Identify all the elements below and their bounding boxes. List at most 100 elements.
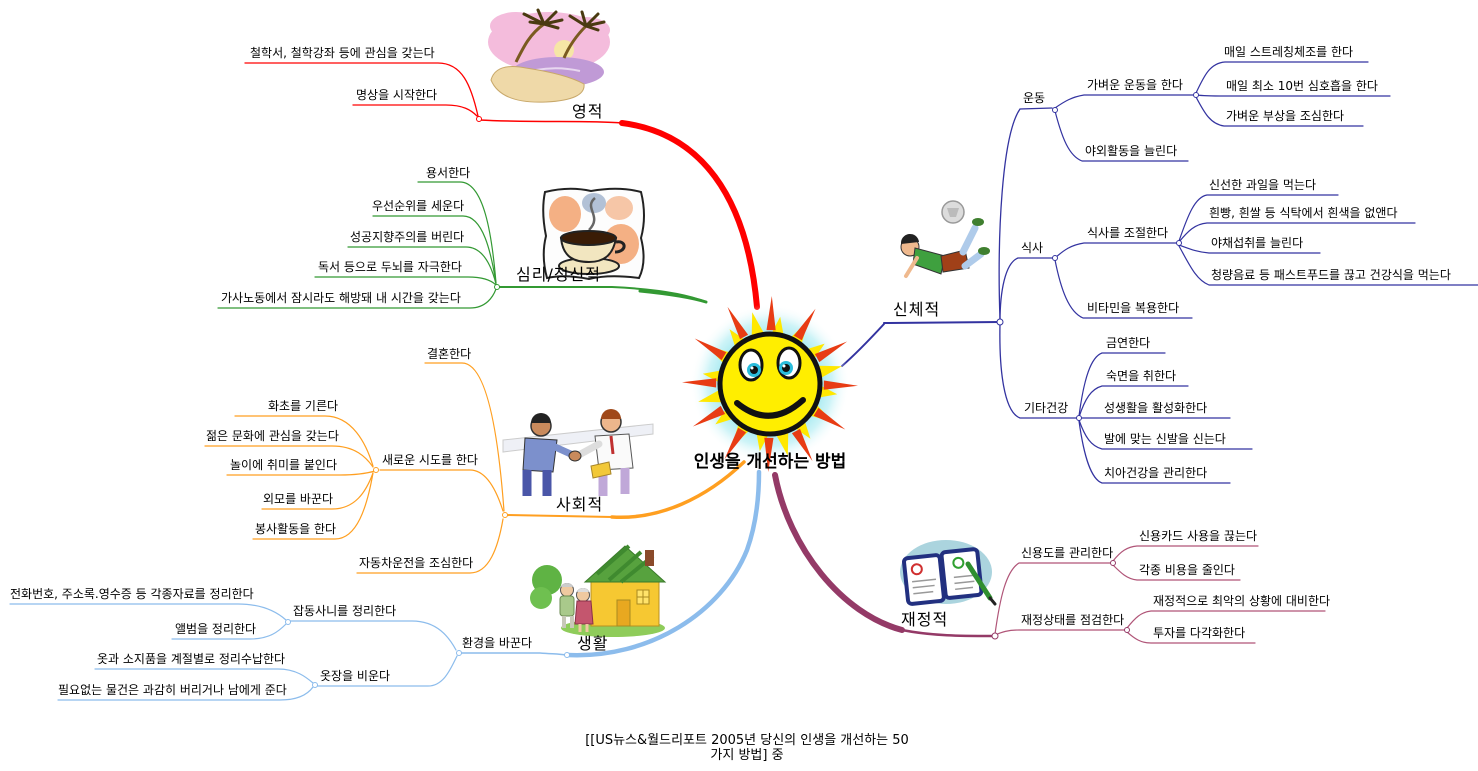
- palm-trunk-2: [562, 24, 588, 59]
- branch-social-lines: [204, 362, 746, 574]
- chimney: [645, 550, 654, 566]
- fold-handle-other-health: [1076, 415, 1082, 421]
- branch-physical-label[interactable]: 신체적: [893, 300, 941, 319]
- branch-mental-label[interactable]: 심리/정신적: [516, 265, 601, 284]
- coffee-blob4: [582, 193, 606, 213]
- fold-handle-new-attempts: [373, 467, 379, 473]
- man-body: [559, 595, 575, 617]
- sun-face: [717, 331, 823, 437]
- player-shoe-back: [978, 247, 990, 255]
- branch-social-label[interactable]: 사회적: [556, 495, 604, 514]
- node-mental-child-0[interactable]: 용서한다: [426, 166, 471, 180]
- node-mental-child-3[interactable]: 독서 등으로 두뇌를 자극한다: [318, 260, 462, 274]
- coffee-illustration[interactable]: [542, 187, 645, 281]
- node-control-meals-0[interactable]: 신선한 과일을 먹는다: [1209, 178, 1316, 192]
- node-closet-0[interactable]: 옷과 소지품을 계절별로 정리수납한다: [97, 652, 286, 666]
- central-topic[interactable]: 인생을 개선하는 방법: [693, 452, 847, 472]
- planner-pen: [965, 561, 993, 601]
- node-mental-child-2[interactable]: 성공지향주의를 버린다: [350, 230, 465, 244]
- palm-trunk-1: [514, 22, 545, 63]
- node-clutter-1[interactable]: 앨범을 정리한다: [175, 622, 257, 636]
- sun-highlight-left: [750, 366, 754, 370]
- yellow-folder: [590, 461, 612, 479]
- branch-life-label[interactable]: 생활: [577, 634, 609, 653]
- node-closet[interactable]: 옷장을 비운다: [320, 669, 391, 683]
- node-spiritual-child-1[interactable]: 명상을 시작한다: [356, 88, 438, 102]
- node-finance-check-1[interactable]: 투자를 다각화한다: [1153, 626, 1246, 640]
- node-light-exercise-2[interactable]: 가벼운 부상을 조심한다: [1226, 109, 1345, 123]
- node-finance-check-0[interactable]: 재정적으로 최악의 상황에 대비한다: [1153, 594, 1331, 608]
- node-spiritual-child-0[interactable]: 철학서, 철학강좌 등에 관심을 갖는다: [250, 46, 435, 60]
- node-social-new-attempts[interactable]: 새로운 시도를 한다: [382, 453, 478, 467]
- node-credit-1[interactable]: 각종 비용을 줄인다: [1139, 563, 1235, 577]
- node-credit-0[interactable]: 신용카드 사용을 끊는다: [1139, 529, 1258, 543]
- node-other-health[interactable]: 기타건강: [1024, 401, 1069, 415]
- node-social-marry[interactable]: 결혼한다: [427, 347, 472, 361]
- branch-life-lines: [9, 469, 762, 701]
- node-new-attempts-0[interactable]: 화초를 기른다: [268, 399, 339, 413]
- node-mental-child-4[interactable]: 가사노동에서 잠시라도 해방돼 내 시간을 갖는다: [221, 291, 461, 305]
- branch-physical-lines: [841, 61, 1478, 484]
- branch-financial-lines: [772, 472, 1326, 644]
- fold-handle-light-exercise: [1193, 92, 1199, 98]
- node-light-exercise-1[interactable]: 매일 최소 10번 심호흡을 한다: [1226, 79, 1378, 93]
- woman-gray-hair: [577, 588, 589, 592]
- node-light-exercise-0[interactable]: 매일 스트레칭체조를 한다: [1224, 45, 1354, 59]
- source-caption-line1: [[US뉴스&월드리포트 2005년 당신의 인생을 개선하는 50: [585, 733, 909, 748]
- node-exercise[interactable]: 운동: [1023, 91, 1046, 105]
- handshake-illustration[interactable]: [502, 409, 654, 496]
- planner-pen-tip: [988, 596, 997, 606]
- beach-illustration[interactable]: [488, 8, 610, 103]
- node-new-attempts-1[interactable]: 젊은 문화에 관심을 갖는다: [206, 429, 339, 443]
- planner-green-mark: [952, 556, 965, 569]
- beach-sun: [554, 40, 574, 60]
- node-vitamins[interactable]: 비타민을 복용한다: [1087, 301, 1180, 315]
- man1-suit: [522, 437, 558, 473]
- branch-financial-label[interactable]: 재정적: [901, 610, 949, 629]
- node-other-health-3[interactable]: 발에 맞는 신발을 신는다: [1104, 432, 1226, 446]
- node-light-exercise[interactable]: 가벼운 운동을 한다: [1087, 78, 1183, 92]
- fold-handles[interactable]: [285, 92, 1199, 688]
- node-mental-child-1[interactable]: 우선순위를 세운다: [372, 199, 465, 213]
- node-credit[interactable]: 신용도를 관리한다: [1021, 546, 1114, 560]
- fold-handle-finance-check: [1124, 627, 1130, 633]
- planner-illustration[interactable]: [900, 540, 997, 606]
- node-new-attempts-4[interactable]: 봉사활동을 한다: [255, 522, 337, 536]
- node-clutter[interactable]: 잡동사니를 정리한다: [293, 604, 397, 618]
- woman-legs: [578, 624, 589, 632]
- fold-handle-life: [564, 652, 570, 658]
- house-couple-illustration[interactable]: [530, 544, 667, 637]
- player-shirt: [912, 247, 946, 275]
- node-closet-1[interactable]: 필요없는 물건은 과감히 버리거나 남에게 준다: [58, 683, 287, 697]
- node-other-health-4[interactable]: 치아건강을 관리한다: [1104, 466, 1208, 480]
- sun-illustration[interactable]: [682, 296, 858, 472]
- node-other-health-2[interactable]: 성생활을 활성화한다: [1104, 401, 1208, 415]
- node-new-attempts-2[interactable]: 놀이에 취미를 붙인다: [230, 458, 337, 472]
- fold-handle-social: [502, 512, 508, 518]
- node-clutter-0[interactable]: 전화번호, 주소록.영수증 등 각종자료를 정리한다: [10, 587, 254, 601]
- fold-handle-environment: [456, 650, 462, 656]
- node-outdoor[interactable]: 야외활동을 늘린다: [1085, 144, 1178, 158]
- node-control-meals-1[interactable]: 흰빵, 흰쌀 등 식탁에서 흰색을 없앤다: [1209, 206, 1398, 220]
- node-control-meals-3[interactable]: 청량음료 등 패스트푸드를 끊고 건강식을 먹는다: [1211, 268, 1451, 282]
- fold-handle-control-meals: [1176, 240, 1182, 246]
- node-finance-check[interactable]: 재정상태를 점검한다: [1021, 613, 1125, 627]
- node-control-meals[interactable]: 식사를 조절한다: [1087, 226, 1169, 240]
- node-life-environment[interactable]: 환경을 바꾼다: [462, 636, 533, 650]
- node-new-attempts-3[interactable]: 외모를 바꾼다: [263, 492, 334, 506]
- soccer-illustration[interactable]: [900, 200, 990, 278]
- window-panes: [637, 590, 649, 604]
- node-social-driving[interactable]: 자동차운전을 조심한다: [359, 556, 474, 570]
- palm-fronds-2: [568, 10, 606, 32]
- player-leg-up: [959, 224, 979, 256]
- node-control-meals-2[interactable]: 야채섭취를 늘린다: [1211, 236, 1304, 250]
- node-other-health-0[interactable]: 금연한다: [1106, 336, 1151, 350]
- fold-handle-exercise: [1052, 107, 1058, 113]
- node-other-health-1[interactable]: 숙면을 취한다: [1106, 369, 1177, 383]
- node-meals[interactable]: 식사: [1021, 241, 1044, 255]
- fold-handle-physical: [996, 318, 1004, 326]
- branch-spiritual-lines: [244, 62, 760, 310]
- branch-spiritual-label[interactable]: 영적: [572, 102, 604, 121]
